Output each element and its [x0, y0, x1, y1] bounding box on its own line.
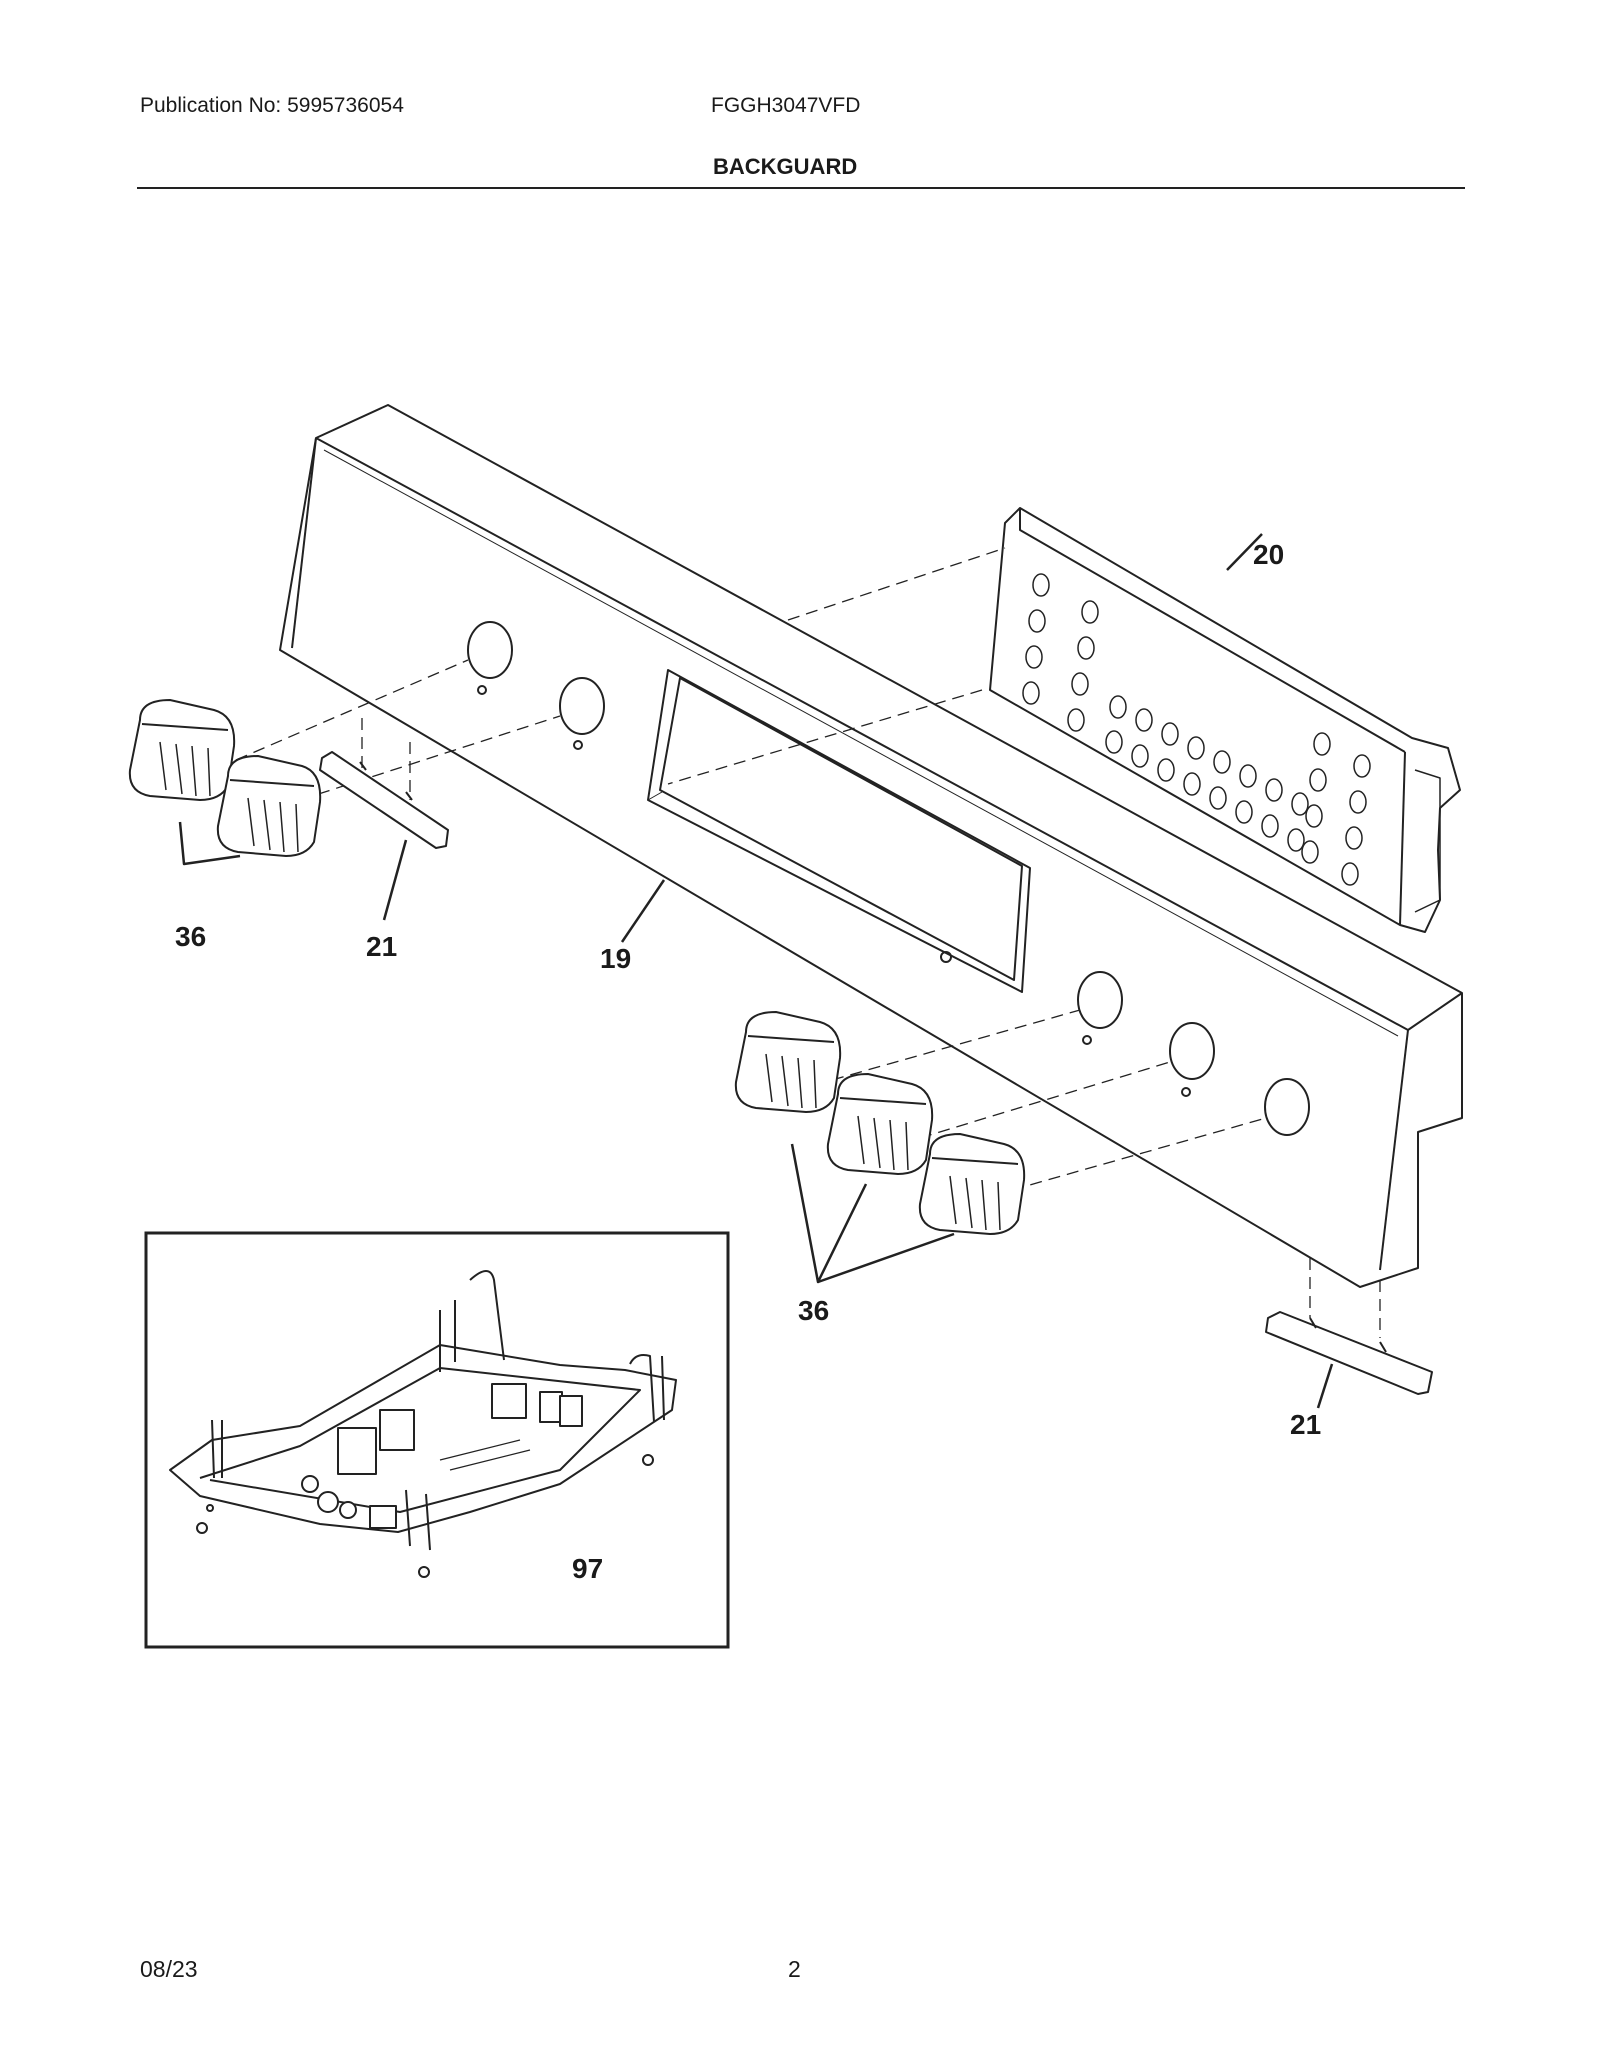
bracket-left: [319, 751, 449, 849]
callout-36-right: 36: [798, 1295, 829, 1326]
knob-left-2: [216, 755, 322, 857]
callout-20: 20: [1253, 539, 1284, 570]
footer-date: 08/23: [140, 1956, 198, 1982]
callout-labels: 20 36 21 19 36 21 97: [175, 539, 1321, 1584]
publication-number: Publication No: 5995736054: [140, 94, 404, 117]
callout-19: 19: [600, 943, 631, 974]
control-module: [169, 1270, 677, 1578]
knob-right-3: [918, 1133, 1026, 1235]
header-rule: [137, 187, 1465, 189]
knob-right-2: [826, 1073, 934, 1175]
page-title: BACKGUARD: [713, 154, 858, 179]
callout-97: 97: [572, 1553, 603, 1584]
callout-21-right: 21: [1290, 1409, 1321, 1440]
bracket-right: [1265, 1311, 1433, 1395]
knob-left-1: [128, 699, 236, 801]
page-number: 2: [788, 1956, 801, 1982]
callout-21-left: 21: [366, 931, 397, 962]
backguard-panel: [279, 404, 1463, 1288]
control-board: [989, 507, 1461, 933]
callout-36-left: 36: [175, 921, 206, 952]
alignment-lines: [235, 547, 1381, 1338]
model-number: FGGH3047VFD: [711, 94, 861, 117]
knob-right-1: [734, 1011, 842, 1113]
control-board-buttons: [1022, 573, 1371, 886]
leader-lines: [178, 533, 1334, 1545]
